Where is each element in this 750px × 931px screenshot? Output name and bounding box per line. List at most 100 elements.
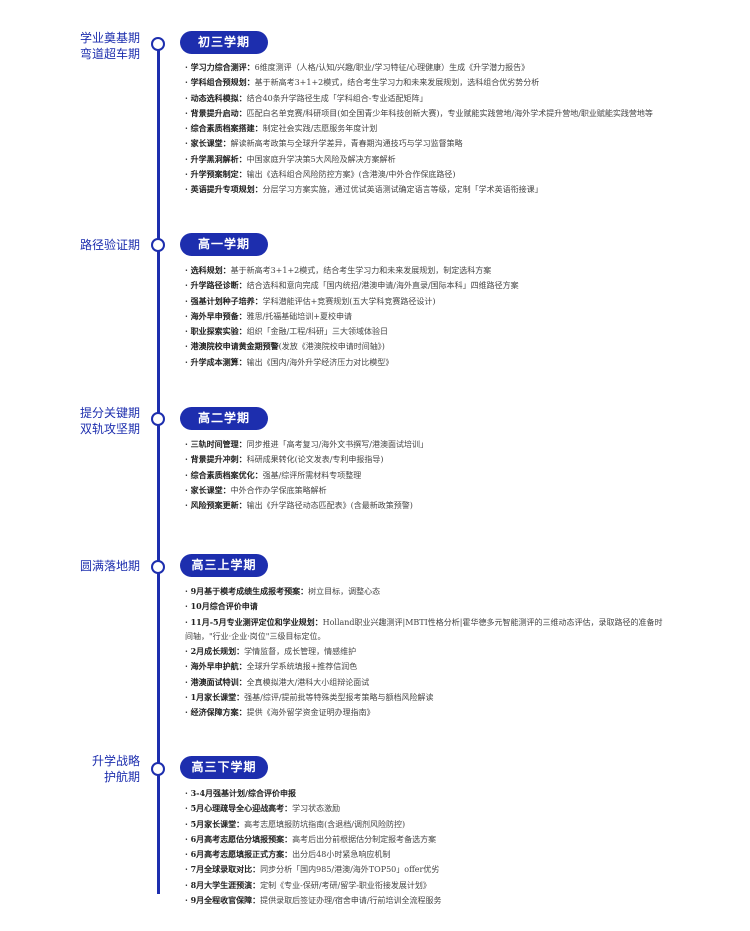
list-item: · 动态选科模拟：结合40条升学路径生成「学科组合-专业适配矩阵」: [185, 91, 665, 106]
stage-title: 初三学期: [180, 31, 268, 54]
stage-title: 高二学期: [180, 407, 268, 430]
item-key: · 9月全程收官保障：: [185, 895, 261, 906]
stage-item-list: · 9月基于模考成绩生成报考预案：树立目标，调整心态 · 10月综合评价申请 ·…: [185, 584, 665, 721]
list-item: · 风险预案更新：输出《升学路径动态匹配表》(含最新政策预警): [185, 498, 665, 513]
item-value: 强基/综评/提前批等特殊类型报考策略与额档风险解读: [244, 693, 434, 703]
item-key: · 海外早申预备：: [185, 310, 247, 321]
stage-item-list: · 选科规划：基于新高考3+1+2模式，结合考生学习力和未来发展规划，制定选科方…: [185, 263, 665, 370]
list-item: · 学习力综合测评：6维度测评（人格/认知/兴趣/职业/学习特征/心理健康）生成…: [185, 60, 665, 75]
item-value: 输出《升学路径动态匹配表》(含最新政策预警): [246, 501, 413, 511]
list-item: · 英语提升专项规划：分层学习方案实施，通过优试英语测试确定语言等级，定制「学术…: [185, 182, 665, 197]
item-key: · 家长课堂：: [185, 484, 231, 495]
list-item: · 6月高考志愿估分填报预案：高考后出分前根据估分制定报考备选方案: [185, 832, 665, 847]
stage-label: 学业奠基期 弯道超车期: [30, 30, 140, 62]
item-key: · 升学成本测算：: [185, 356, 247, 367]
item-value: 匹配白名单竞赛/科研项目(如全国青少年科技创新大赛)，专业赋能实践营地/海外学术…: [246, 108, 653, 118]
stage-item-list: · 学习力综合测评：6维度测评（人格/认知/兴趣/职业/学习特征/心理健康）生成…: [185, 60, 665, 198]
item-value: 输出《国内/海外升学经济压力对比模型》: [246, 357, 394, 367]
list-item: · 港澳面试特训：全真模拟港大/港科大小组辩论面试: [185, 675, 665, 690]
list-item: · 经济保障方案：提供《海外留学资金证明办理指南》: [185, 705, 665, 720]
timeline-node: [151, 412, 165, 426]
list-item: · 海外早申预备：雅思/托福基础培训+夏校申请: [185, 309, 665, 324]
stage-label-line: 升学战略: [91, 754, 140, 768]
item-value: 分层学习方案实施，通过优试英语测试确定语言等级，定制「学术英语衔接课」: [262, 185, 543, 195]
list-item: · 5月家长课堂：高考志愿填报防坑指南(含退档/调剂风险防控): [185, 817, 665, 832]
item-value: 同步推进「高考复习/海外文书撰写/港澳面试培训」: [246, 440, 428, 449]
stage-label-line: 双轨攻坚期: [79, 422, 140, 436]
item-value: (发放《港澳院校申请时间轴》): [278, 342, 385, 352]
list-item: · 升学预案制定：输出《选科组合风险防控方案》(含港澳/中外合作保底路径): [185, 167, 665, 182]
item-value: 同步分析「国内985/港澳/海外TOP50」offer优劣: [260, 865, 440, 875]
item-key: · 三轨时间管理：: [185, 439, 247, 449]
stage-item-list: · 三轨时间管理：同步推进「高考复习/海外文书撰写/港澳面试培训」 · 背景提升…: [185, 437, 665, 513]
item-value: 结合选科和意向完成「国内统招/港澳申请/海外直录/国际本科」四维路径方案: [246, 281, 519, 291]
stage-title: 高一学期: [180, 233, 268, 256]
item-key: · 6月高考志愿估分填报预案：: [185, 833, 293, 844]
item-key: · 升学预案制定：: [185, 169, 247, 180]
stage-label: 路径验证期: [30, 237, 140, 253]
list-item: · 强基计划种子培养：学科潜能评估+竞赛规划(五大学科竞赛路径设计): [185, 294, 665, 309]
item-key: · 2月成长规划：: [185, 646, 245, 657]
list-item: · 3-4月强基计划/综合评价申报: [185, 786, 665, 801]
list-item: · 背景提升冲刺：科研成果转化(论文发表/专利申报指导): [185, 452, 665, 467]
timeline-node: [151, 37, 165, 51]
item-value: 树立目标，调整心态: [308, 587, 381, 596]
item-value: 中外合作办学保底策略解析: [230, 485, 327, 495]
item-key: · 综合素质档案优化：: [185, 469, 263, 480]
item-key: · 学科组合预规划：: [185, 77, 255, 88]
item-key: · 升学黑洞解析：: [185, 153, 247, 164]
list-item: · 8月大学生涯预演：定制《专业-保研/考研/留学-职业衔接发展计划》: [185, 878, 665, 893]
list-item: · 10月综合评价申请: [185, 599, 665, 614]
stage-label-line: 路径验证期: [79, 238, 140, 252]
item-key: · 港澳面试特训：: [185, 676, 247, 687]
list-item: · 9月全程收官保障：提供录取后签证办理/宿舍申请/行前培训全流程服务: [185, 893, 665, 908]
item-key: · 海外早申护航：: [185, 661, 247, 672]
item-value: 强基/综评所需材料专项整理: [262, 470, 362, 480]
item-key: · 综合素质档案搭建：: [185, 123, 263, 134]
item-value: 制定社会实践/志愿服务年度计划: [262, 124, 378, 134]
list-item: · 海外早申护航：全球升学系统填报+推荐信润色: [185, 659, 665, 674]
item-value: 输出《选科组合风险防控方案》(含港澳/中外合作保底路径): [246, 170, 456, 180]
item-value: 定制《专业-保研/考研/留学-职业衔接发展计划》: [260, 880, 431, 890]
list-item: · 1月家长课堂：强基/综评/提前批等特殊类型报考策略与额档风险解读: [185, 690, 665, 705]
item-key: · 1月家长课堂：: [185, 692, 245, 703]
stage-title: 高三上学期: [180, 554, 268, 577]
list-item: · 三轨时间管理：同步推进「高考复习/海外文书撰写/港澳面试培训」: [185, 437, 665, 452]
timeline-node: [151, 560, 165, 574]
list-item: · 家长课堂：解读新高考政策与全球升学差异，青春期沟通技巧与学习监督策略: [185, 136, 665, 151]
timeline-node: [151, 762, 165, 776]
item-key: · 5月心理疏导全心迎战高考：: [185, 803, 293, 814]
stage-item-list: · 3-4月强基计划/综合评价申报 · 5月心理疏导全心迎战高考：学习状态激励 …: [185, 786, 665, 908]
item-value: 结合40条升学路径生成「学科组合-专业适配矩阵」: [246, 93, 428, 103]
item-value: 基于新高考3+1+2模式，结合考生学习力和未来发展规划，选科组合优劣势分析: [254, 78, 540, 88]
item-key: · 学习力综合测评：: [185, 62, 255, 72]
list-item: · 7月全球录取对比：同步分析「国内985/港澳/海外TOP50」offer优劣: [185, 862, 665, 877]
item-value: 全真模拟港大/港科大小组辩论面试: [246, 677, 370, 687]
stage-label-line: 弯道超车期: [79, 47, 140, 61]
item-value: 科研成果转化(论文发表/专利申报指导): [246, 455, 384, 465]
list-item: · 升学成本测算：输出《国内/海外升学经济压力对比模型》: [185, 355, 665, 370]
item-value: 高考志愿填报防坑指南(含退档/调剂风险防控): [244, 819, 406, 829]
item-key: · 经济保障方案：: [185, 707, 247, 718]
list-item: · 11月-5月专业测评定位和学业规划：Holland职业兴趣测评|MBTI性格…: [185, 615, 665, 645]
list-item: · 港澳院校申请黄金期预警(发放《港澳院校申请时间轴》): [185, 339, 665, 354]
list-item: · 升学黑洞解析：中国家庭升学决策5大风险及解决方案解析: [185, 152, 665, 167]
list-item: · 背景提升启动：匹配白名单竞赛/科研项目(如全国青少年科技创新大赛)，专业赋能…: [185, 106, 665, 121]
list-item: · 6月高考志愿填报正式方案：出分后48小时紧急响应机制: [185, 847, 665, 862]
item-value: Holland职业兴趣测评|MBTI性格分析|霍华德多元智能测评的三维动态评估，…: [185, 617, 663, 641]
item-value: 基于新高考3+1+2模式，结合考生学习力和未来发展规划，制定选科方案: [230, 266, 492, 275]
stage-label: 升学战略 护航期: [30, 753, 140, 785]
item-key: · 11月-5月专业测评定位和学业规划：: [185, 616, 323, 627]
stage-label: 提分关键期 双轨攻坚期: [30, 405, 140, 437]
item-key: · 10月综合评价申请: [185, 601, 258, 612]
item-value: 中国家庭升学决策5大风险及解决方案解析: [246, 154, 396, 164]
item-value: 雅思/托福基础培训+夏校申请: [246, 311, 352, 321]
item-key: · 6月高考志愿填报正式方案：: [185, 849, 293, 860]
stage-label-line: 学业奠基期: [79, 31, 140, 45]
stage-title: 高三下学期: [180, 756, 268, 779]
timeline-line: [157, 38, 160, 894]
item-value: 提供录取后签证办理/宿舍申请/行前培训全流程服务: [260, 896, 442, 906]
stage-label-line: 圆满落地期: [79, 559, 140, 573]
list-item: · 5月心理疏导全心迎战高考：学习状态激励: [185, 801, 665, 816]
item-value: 解读新高考政策与全球升学差异，青春期沟通技巧与学习监督策略: [230, 139, 463, 149]
